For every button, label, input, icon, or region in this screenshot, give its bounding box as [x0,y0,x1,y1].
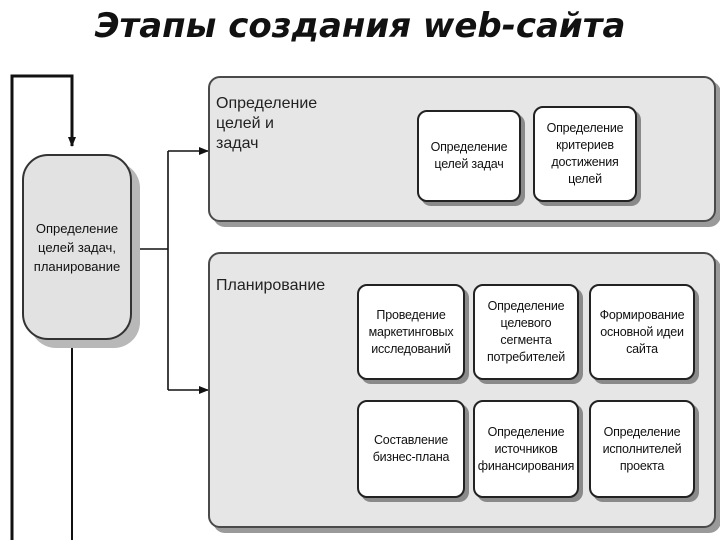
node-business-plan: Составление бизнес-плана [357,400,465,498]
planning-panel-label: Планирование [216,277,326,294]
slide-title: Этапы создания web-сайта [94,6,626,46]
node-goals-definition: Определение целей задач [417,110,521,202]
main-stage-label: Определение целей задач, планирование [33,220,121,274]
node-funding-sources: Определение источников финансирования [473,400,579,498]
node-project-executors: Определение исполнителей проекта [589,400,695,498]
node-target-segment: Определение целевого сегмента потребител… [473,284,579,380]
goals-panel-label: Определение целей и задач [216,95,318,152]
loop-arrow [10,74,76,540]
node-main-idea: Формирование основной идеи сайта [589,284,695,380]
node-marketing-research: Проведение маркетинговых исследований [357,284,465,380]
node-criteria-definition: Определение критериев достижения целей [533,106,637,202]
main-stage-node: Определение целей задач, планирование [22,154,132,340]
